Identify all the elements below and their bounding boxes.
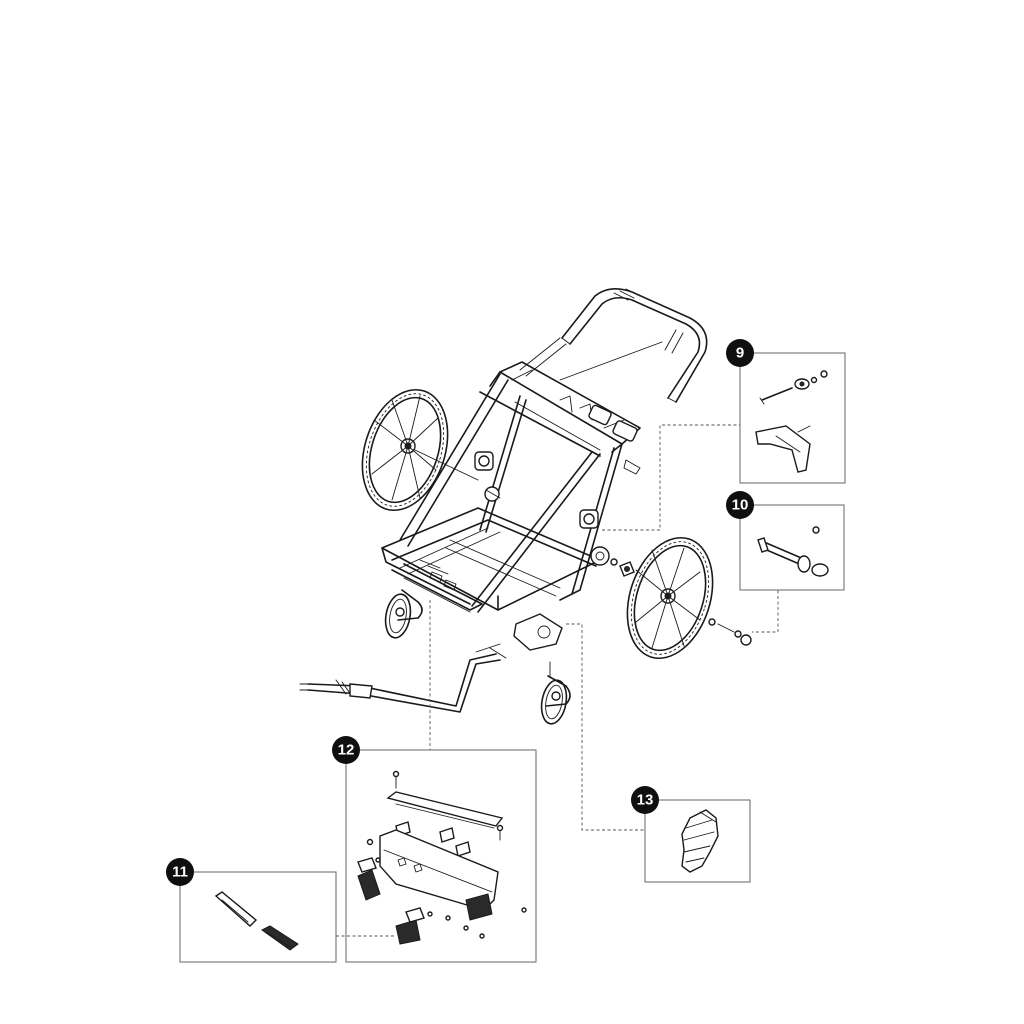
callout-11-detail <box>179 871 337 963</box>
callout-12-detail <box>345 749 537 963</box>
callout-9-detail <box>739 352 846 484</box>
callout-13-detail <box>644 799 751 883</box>
callout-badge-13: 13 <box>631 786 659 814</box>
callout-label-9: 9 <box>736 345 744 362</box>
callout-badge-9: 9 <box>726 339 754 367</box>
callout-badge-12: 12 <box>332 736 360 764</box>
callout-badge-11: 11 <box>166 858 194 886</box>
callout-label-10: 10 <box>732 497 749 514</box>
callout-label-12: 12 <box>338 742 355 759</box>
callout-10-detail <box>739 504 845 591</box>
callout-badge-10: 10 <box>726 491 754 519</box>
callout-label-13: 13 <box>637 792 654 809</box>
callout-label-11: 11 <box>172 864 188 881</box>
stroller-frame <box>299 288 752 725</box>
